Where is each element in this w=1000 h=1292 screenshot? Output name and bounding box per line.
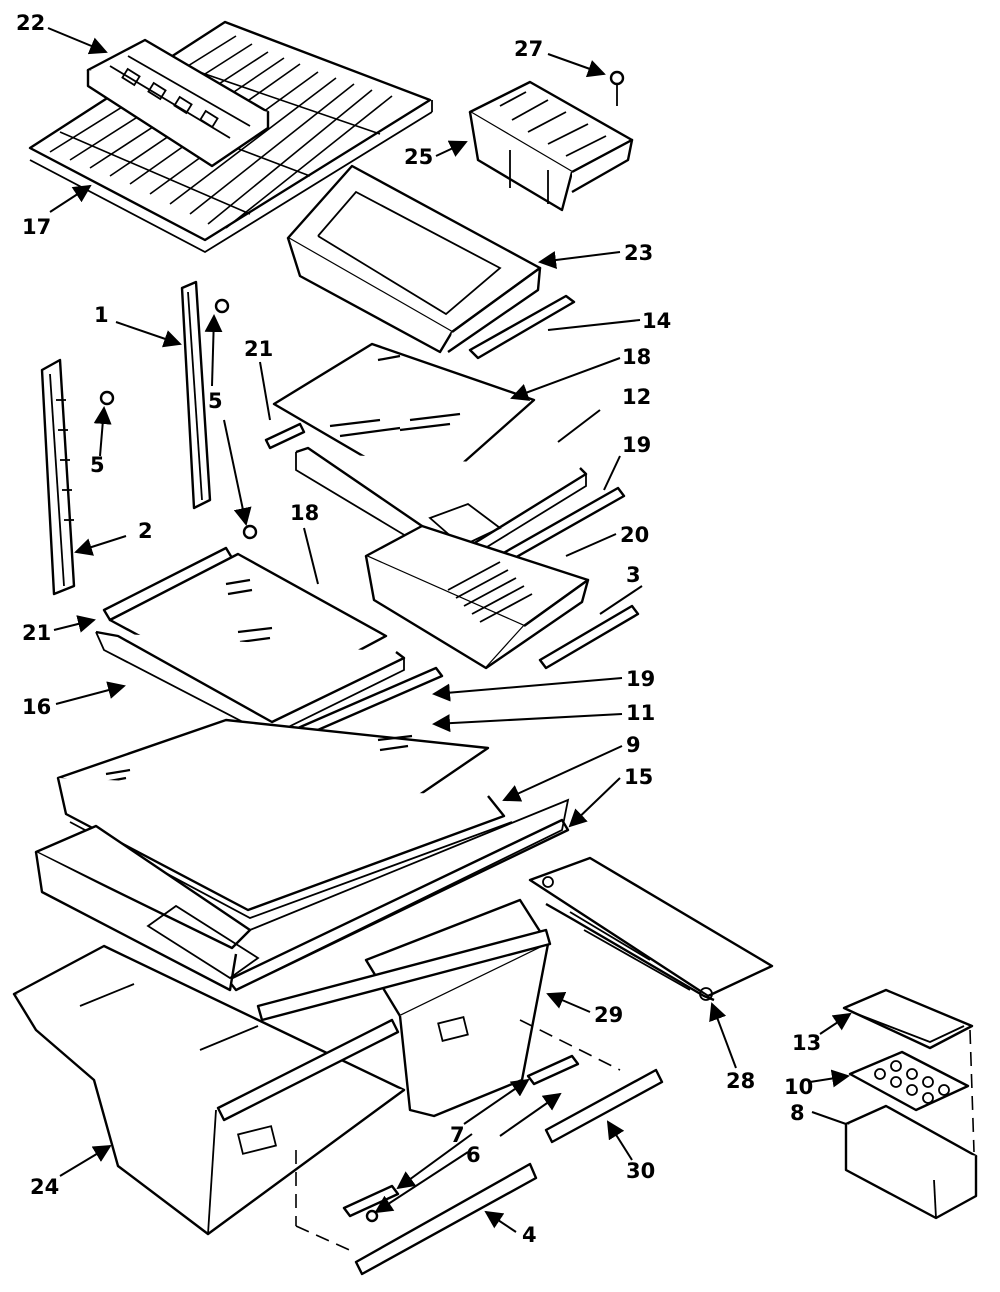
vertical-support-1 [180, 280, 212, 510]
slide-6 [342, 1184, 400, 1223]
screw-5-mid [99, 390, 115, 406]
label-18-lower: 18 [290, 501, 319, 525]
label-19-upper: 19 [622, 433, 651, 457]
label-1: 1 [94, 303, 109, 327]
label-18-upper: 18 [622, 345, 651, 369]
label-9: 9 [626, 733, 641, 757]
label-30: 30 [626, 1159, 655, 1183]
screw-5-upper [214, 298, 230, 314]
label-17: 17 [22, 215, 51, 239]
screw-27 [609, 70, 625, 106]
rail-14 [468, 294, 576, 360]
label-5-upper: 5 [208, 389, 223, 413]
egg-cover-13 [842, 988, 974, 1050]
vertical-support-2 [40, 358, 76, 596]
rail-3 [538, 604, 640, 670]
label-24: 24 [30, 1175, 59, 1199]
rail-21-upper [264, 422, 306, 450]
alignment-lines [295, 1019, 975, 1253]
leader-lines [47, 27, 852, 1233]
label-27: 27 [514, 37, 543, 61]
label-10: 10 [784, 1075, 813, 1099]
shelf-tray-25 [468, 80, 634, 212]
screw-5-lower [242, 524, 258, 540]
label-11: 11 [626, 701, 655, 725]
label-12: 12 [622, 385, 651, 409]
bracket-28 [528, 856, 774, 1002]
label-16: 16 [22, 695, 51, 719]
label-15: 15 [624, 765, 653, 789]
bar-30 [544, 1068, 664, 1144]
rail-front-lower [216, 1018, 400, 1122]
label-22: 22 [16, 11, 45, 35]
label-25: 25 [404, 145, 433, 169]
label-21-lower: 21 [22, 621, 51, 645]
meat-pan-20 [364, 524, 590, 670]
bin-8 [844, 1104, 978, 1220]
ice-tray-22 [86, 38, 270, 168]
crisper-pan-23 [286, 164, 542, 354]
label-4: 4 [522, 1223, 537, 1247]
label-8: 8 [790, 1101, 805, 1125]
egg-tray-10 [848, 1050, 970, 1112]
crisper-cover [34, 798, 570, 992]
label-19-lower: 19 [626, 667, 655, 691]
label-13: 13 [792, 1031, 821, 1055]
label-29: 29 [594, 1003, 623, 1027]
rail-15 [226, 818, 570, 992]
label-14: 14 [642, 309, 671, 333]
bar-4 [354, 1162, 538, 1276]
slide-7 [526, 1054, 580, 1086]
label-20: 20 [620, 523, 649, 547]
label-2: 2 [138, 519, 153, 543]
label-6: 6 [466, 1143, 481, 1167]
rail-front-upper [256, 928, 552, 1022]
label-21-upper: 21 [244, 337, 273, 361]
label-23: 23 [624, 241, 653, 265]
label-5-lower: 5 [90, 453, 105, 477]
label-28: 28 [726, 1069, 755, 1093]
label-3: 3 [626, 563, 641, 587]
part-labels: 22 17 27 25 23 1 14 21 18 5 12 5 19 2 18… [16, 11, 821, 1247]
label-7: 7 [450, 1123, 465, 1147]
